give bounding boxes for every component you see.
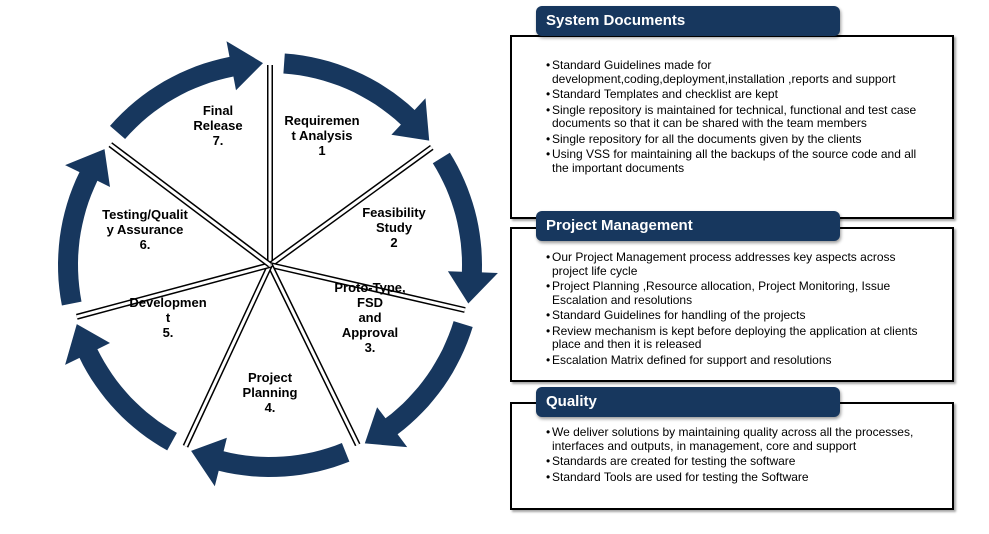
cycle-step-line: and [358,310,381,325]
cycle-step-line: t Analysis [292,128,353,143]
cycle-step-line: Feasibility [362,205,426,220]
cycle-step-line: Approval [342,325,398,340]
cycle-arrow-3 [364,321,473,448]
cycle-wedge-1 [270,97,406,265]
list-item: Standard Guidelines made for development… [546,58,918,86]
project-management-panel: Our Project Management process addresses… [510,227,954,382]
quality-list: We deliver solutions by maintaining qual… [546,425,918,486]
cycle-step-line: t [166,310,171,325]
list-item: Escalation Matrix defined for support an… [546,353,918,368]
list-item: Standards are created for testing the so… [546,454,918,469]
cycle-step-line: 3. [365,340,376,355]
cycle-step-line: 2 [390,235,397,250]
project-management-title: Project Management [536,211,840,241]
list-item: Single repository for all the documents … [546,132,918,147]
cycle-step-line: 1 [318,143,325,158]
cycle-arrow-2 [432,152,498,304]
cycle-step-line: Final [203,103,233,118]
cycle-arrow-1 [283,53,430,141]
list-item: Review mechanism is kept before deployin… [546,324,918,352]
cycle-wedges [76,65,466,448]
quality-panel: We deliver solutions by maintaining qual… [510,402,954,510]
list-item: Project Planning ,Resource allocation, P… [546,279,918,307]
wedge-separator-inner [268,264,360,446]
cycle-wedge-3 [270,265,434,416]
list-item: Using VSS for maintaining all the backup… [546,147,918,175]
cycle-arrow-7 [110,41,263,140]
cycle-step-line: 5. [163,325,174,340]
wedge-separator-inner [184,264,272,447]
wedge-separator-inner [269,146,433,267]
cycle-step-line: FSD [357,295,383,310]
cycle-step-line: Planning [243,385,298,400]
cycle-wedge-4 [199,265,344,434]
cycle-step-line: 6. [140,237,151,252]
wedge-separator-inner [109,143,271,267]
cycle-step-line: Project [248,370,293,385]
cycle-arrows [58,41,498,487]
cycle-step-line: Proto-Type, [334,280,405,295]
cycle-wedge-5 [107,265,270,418]
cycle-step-line: 7. [213,133,224,148]
system-documents-panel: Standard Guidelines made for development… [510,35,954,219]
wedge-separator-inner [269,263,466,312]
cycle-wedge-7 [135,96,270,265]
cycle-step-line: Developmen [129,295,206,310]
cycle-arrow-4 [191,437,350,487]
list-item: Our Project Management process addresses… [546,250,918,278]
cycle-wedge-6 [101,163,270,309]
cycle-arrow-5 [65,324,177,451]
system-documents-title: System Documents [536,6,840,36]
cycle-step-line: Requiremen [284,113,359,128]
list-item: Standard Guidelines for handling of the … [546,308,918,323]
cycle-wedge-2 [270,166,438,303]
list-item: Single repository is maintained for tech… [546,103,918,131]
list-item: Standard Tools are used for testing the … [546,470,918,485]
cycle-step-line: Testing/Qualit [102,207,188,222]
cycle-step-line: Release [193,118,242,133]
cycle-step-line: 4. [265,400,276,415]
project-management-list: Our Project Management process addresses… [546,250,918,369]
list-item: Standard Templates and checklist are kep… [546,87,918,102]
quality-title: Quality [536,387,840,417]
cycle-step-line: y Assurance [107,222,184,237]
list-item: We deliver solutions by maintaining qual… [546,425,918,453]
system-documents-list: Standard Guidelines made for development… [546,58,918,177]
wedge-separator-inner [76,263,271,319]
cycle-arrow-6 [58,149,110,306]
cycle-step-line: Study [376,220,413,235]
